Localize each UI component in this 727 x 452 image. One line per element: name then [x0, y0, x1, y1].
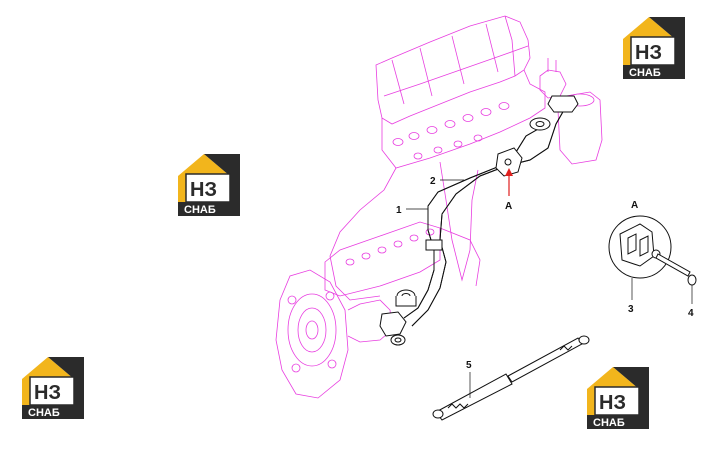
svg-text:СНАБ: СНАБ	[184, 204, 216, 216]
svg-text:НЗ: НЗ	[635, 42, 662, 64]
detail-a-title: A	[631, 200, 638, 211]
callout-2-label: 2	[430, 176, 436, 187]
fuel-pipe-assembly	[379, 95, 579, 346]
callout-1-label: 1	[396, 205, 402, 216]
detail-a-reference-label: A	[505, 201, 512, 212]
watermark-logo-bottom-left: НЗ СНАБ	[21, 356, 85, 420]
detail-a-arrow	[505, 168, 513, 196]
svg-text:НЗ: НЗ	[34, 382, 61, 404]
watermark-logo-top-right: НЗ СНАБ	[622, 16, 686, 80]
callout-1: 1	[396, 205, 428, 216]
watermark-logo-bottom-right: НЗ СНАБ	[586, 366, 650, 430]
engine-block-outline	[275, 15, 603, 399]
part-5-hose: 5	[432, 335, 590, 421]
svg-text:СНАБ: СНАБ	[629, 67, 661, 79]
callout-2: 2	[430, 176, 464, 187]
svg-text:НЗ: НЗ	[190, 179, 217, 201]
svg-text:НЗ: НЗ	[599, 392, 626, 414]
callout-5-label: 5	[466, 360, 472, 371]
svg-text:СНАБ: СНАБ	[593, 417, 625, 429]
watermark-logo-left: НЗ СНАБ	[177, 153, 241, 217]
svg-text:СНАБ: СНАБ	[28, 407, 60, 419]
callout-4-label: 4	[688, 308, 694, 319]
detail-a-view: A 3 4	[608, 200, 697, 319]
callout-3-label: 3	[628, 304, 634, 315]
